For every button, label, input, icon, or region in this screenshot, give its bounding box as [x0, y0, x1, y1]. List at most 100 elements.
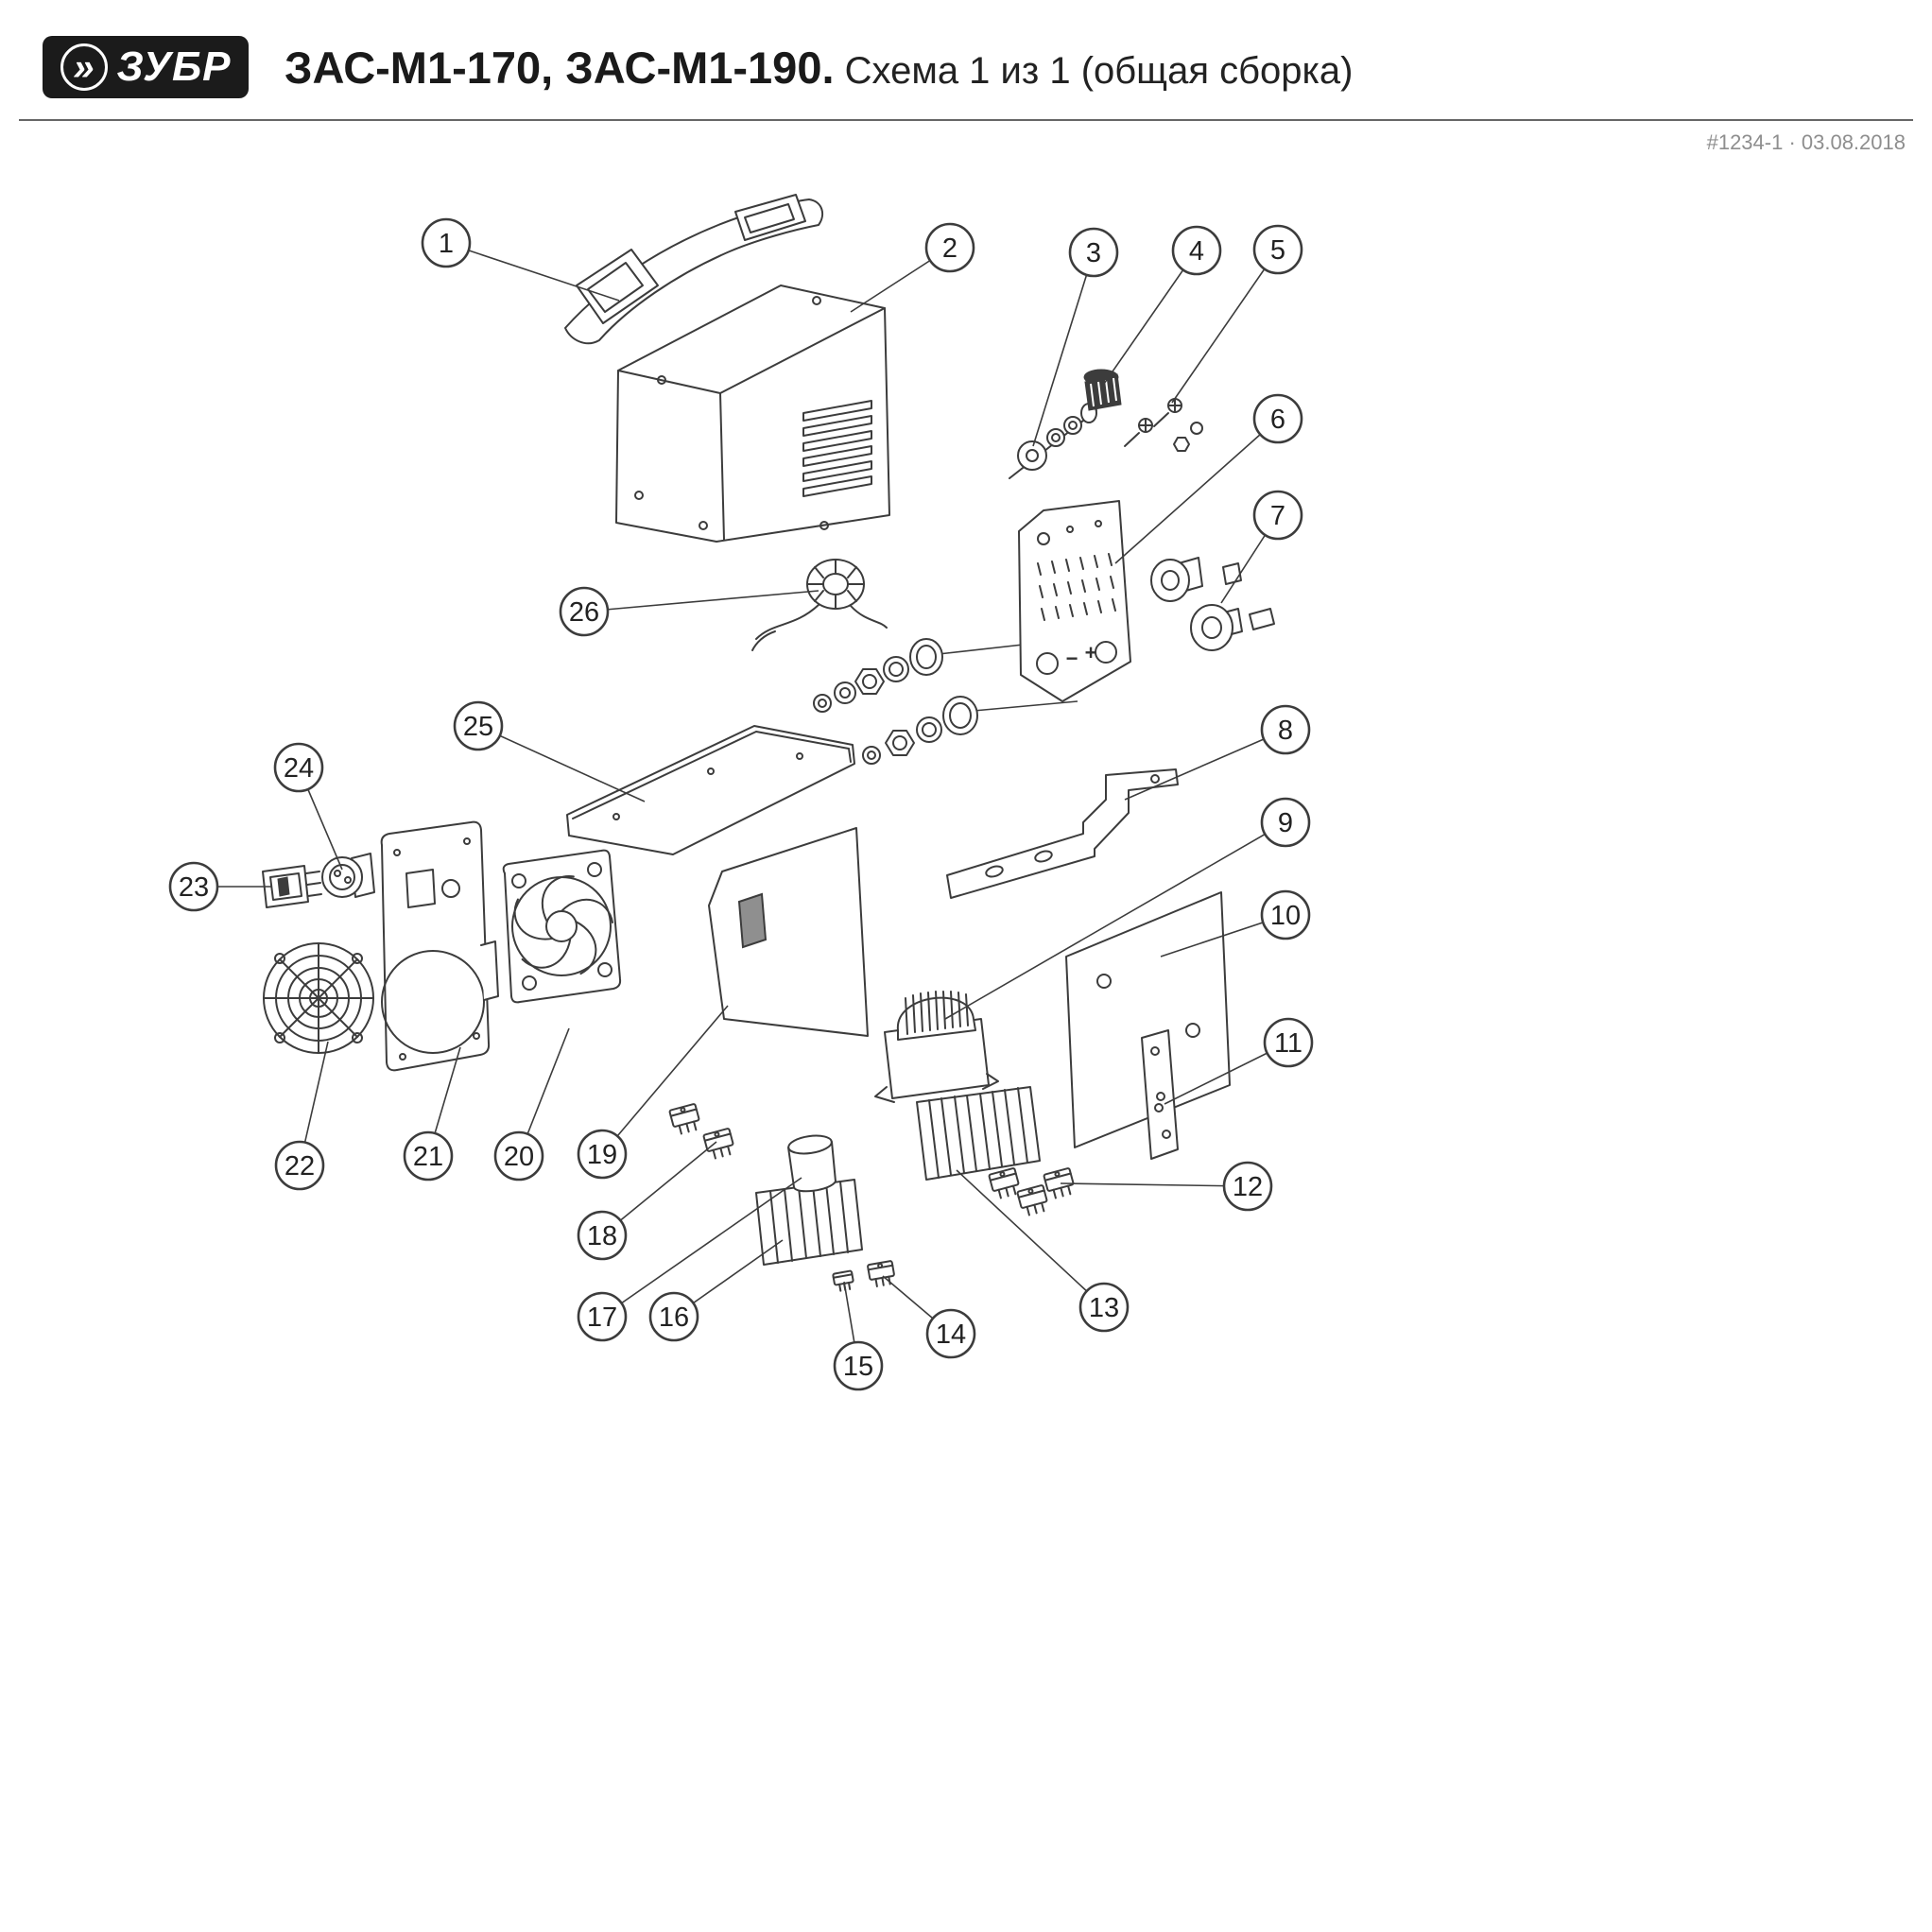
model-names: ЗАС-М1-170, ЗАС-М1-190. [285, 42, 835, 93]
callout-12: 12 [1222, 1161, 1273, 1212]
leader-line-9 [944, 821, 1286, 1020]
panel-minus-mark: − [1066, 647, 1078, 670]
callout-24: 24 [273, 742, 324, 793]
callout-11: 11 [1263, 1017, 1314, 1068]
callout-number: 10 [1270, 901, 1301, 931]
callout-number: 1 [439, 229, 454, 259]
header-divider [19, 119, 1913, 121]
leader-line-19 [601, 1005, 729, 1155]
callout-number: 2 [942, 233, 957, 264]
leader-line-6 [1114, 418, 1279, 564]
zubr-logo: » ЗУБР [43, 36, 249, 98]
part-transistor [702, 1128, 734, 1160]
leader-line-17 [601, 1177, 802, 1318]
callout-number: 13 [1089, 1293, 1119, 1323]
callout-number: 6 [1270, 405, 1285, 435]
callout-number: 7 [1270, 501, 1285, 531]
callout-number: 25 [463, 712, 493, 742]
part-capacitor [787, 1134, 837, 1193]
part-rocker-switch [262, 865, 322, 908]
part-rear-panel [380, 820, 499, 1072]
callout-4: 4 [1171, 225, 1222, 276]
callout-21: 21 [403, 1130, 454, 1182]
callout-2: 2 [924, 222, 975, 273]
leader-line-8 [1124, 729, 1286, 801]
callout-13: 13 [1078, 1282, 1130, 1333]
leader-line-1 [445, 242, 620, 302]
callout-number: 16 [659, 1302, 689, 1333]
zubr-logo-text: ЗУБР [116, 43, 232, 90]
part-fan [502, 849, 622, 1004]
callout-number: 24 [284, 753, 314, 784]
callout-number: 17 [587, 1302, 617, 1333]
part-fan-grille [263, 942, 374, 1054]
part-insulation-sheet [708, 827, 869, 1037]
callout-16: 16 [648, 1291, 699, 1342]
leader-line-12 [1060, 1182, 1249, 1187]
callout-number: 19 [587, 1140, 617, 1170]
callout-20: 20 [493, 1130, 544, 1182]
callout-number: 3 [1086, 238, 1101, 268]
callout-3: 3 [1068, 227, 1119, 278]
page-title: ЗАС-М1-170, ЗАС-М1-190. Схема 1 из 1 (об… [285, 42, 1353, 94]
callout-26: 26 [559, 586, 610, 637]
part-output-sockets [1150, 557, 1275, 651]
part-shaft-washers [1009, 403, 1097, 479]
leader-line-13 [956, 1169, 1105, 1308]
leader-line-4 [1103, 250, 1198, 385]
part-transistor [1016, 1184, 1048, 1216]
part-transistor-single [867, 1260, 895, 1287]
part-heatsink-small [755, 1179, 863, 1266]
part-transistors-pair [668, 1103, 734, 1160]
callout-18: 18 [577, 1210, 628, 1261]
part-transformer [874, 991, 999, 1103]
part-knob [1083, 369, 1122, 411]
callout-22: 22 [274, 1140, 325, 1191]
leader-line-5 [1171, 249, 1279, 404]
callout-10: 10 [1260, 889, 1311, 940]
part-heatsink-large [916, 1086, 1041, 1181]
callout-number: 23 [179, 872, 209, 903]
part-panel-socket [321, 853, 375, 898]
part-transistor [668, 1103, 700, 1135]
part-pcb-plate [1065, 891, 1231, 1148]
part-transistors-set [988, 1167, 1075, 1216]
callout-number: 26 [569, 597, 599, 628]
callout-number: 20 [504, 1142, 534, 1172]
callout-number: 4 [1189, 236, 1204, 267]
leader-line-3 [1032, 251, 1095, 447]
callout-25: 25 [453, 700, 504, 751]
panel-plus-mark: + [1085, 641, 1097, 664]
leader-line-25 [477, 725, 646, 802]
callout-8: 8 [1260, 704, 1311, 755]
part-front-panel: − + [1018, 500, 1131, 702]
part-toroid-inductor [751, 559, 888, 651]
leader-line-26 [583, 590, 819, 612]
header: » ЗУБР ЗАС-М1-170, ЗАС-М1-190. Схема 1 и… [43, 36, 1889, 98]
callout-6: 6 [1252, 393, 1303, 444]
callout-14: 14 [925, 1308, 976, 1359]
callout-number: 12 [1233, 1172, 1263, 1202]
doc-reference: #1234-1 · 03.08.2018 [1706, 130, 1906, 154]
callout-number: 21 [413, 1142, 443, 1172]
callout-23: 23 [168, 861, 219, 912]
part-screws [1124, 398, 1203, 452]
callout-15: 15 [833, 1340, 884, 1391]
part-top-cover [615, 285, 890, 543]
part-transistor [988, 1167, 1020, 1199]
part-transistor-small [832, 1269, 854, 1292]
callout-number: 11 [1274, 1028, 1302, 1059]
callout-5: 5 [1252, 224, 1303, 275]
part-carry-strap [564, 194, 824, 345]
callout-19: 19 [577, 1129, 628, 1180]
callout-1: 1 [421, 217, 472, 268]
callout-17: 17 [577, 1291, 628, 1342]
zubr-logo-arrow-icon: » [60, 43, 108, 91]
part-base-chassis [566, 725, 855, 855]
part-mounting-bracket [946, 768, 1179, 899]
callout-7: 7 [1252, 490, 1303, 541]
callout-9: 9 [1260, 797, 1311, 848]
part-transistor [1043, 1167, 1075, 1199]
